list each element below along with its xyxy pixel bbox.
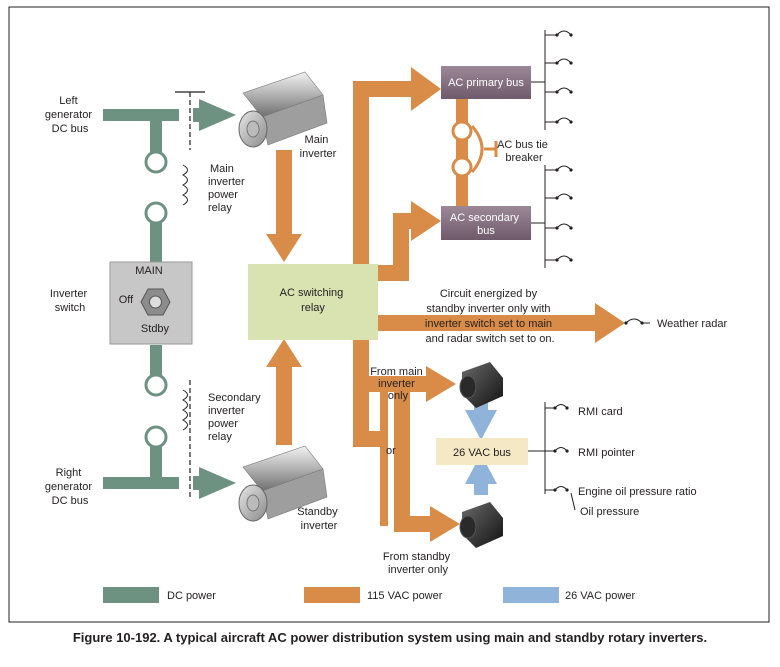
circuit-note-label: Circuit energized by standby inverter on… (425, 288, 555, 345)
rmi-pointer-label: RMI pointer (578, 447, 635, 459)
ac-switching-relay-box (248, 264, 378, 340)
inverter-switch (109, 261, 193, 345)
svg-text:DC power: DC power (167, 590, 216, 602)
legend: DC power 115 VAC power 26 VAC power (103, 587, 635, 603)
left-generator-label: Left generator DC bus (45, 95, 95, 135)
weather-radar-label: Weather radar (657, 318, 727, 330)
switch-stdby-label: Stdby (141, 323, 170, 335)
ac-switching-relay-label: AC switching relay (280, 287, 347, 314)
main-inverter-label: Main inverter (300, 134, 337, 160)
oil-pressure-label: Oil pressure (580, 506, 639, 518)
engine-oil-ratio-label: Engine oil pressure ratio (578, 486, 697, 498)
ac-secondary-bus-box (441, 206, 531, 240)
vac26-bus-box (436, 438, 528, 465)
ac-primary-bus-label: AC primary bus (448, 77, 524, 89)
right-generator-label: Right generator DC bus (45, 467, 95, 507)
rmi-card-label: RMI card (578, 406, 623, 418)
bus-tie-breaker-label: AC bus tie breaker (497, 139, 551, 164)
main-26vac-inverter-icon (459, 362, 503, 408)
standby-26vac-inverter-icon (459, 502, 503, 548)
legend-item: 26 VAC power (503, 587, 635, 603)
from-main-label: From main inverter only (370, 366, 426, 402)
ac-primary-bus-box (441, 66, 531, 99)
ac-secondary-bus-label: AC secondary bus (450, 212, 522, 237)
main-inverter-icon (238, 71, 328, 148)
bus-tie-breaker (451, 120, 498, 178)
legend-item: DC power (103, 587, 216, 603)
inverter-switch-label: Inverter switch (50, 288, 90, 314)
ac115-branch-standby (394, 388, 410, 516)
vac26-bus-label: 26 VAC bus (453, 447, 511, 459)
main-inverter-relay (144, 150, 168, 225)
switch-main-label: MAIN (135, 265, 163, 277)
secondary-inverter-relay (144, 373, 168, 449)
ac115-branch-main (353, 376, 383, 392)
standby-inverter-icon (238, 445, 328, 522)
distribution-lines (528, 30, 650, 511)
dc-power-paths (103, 99, 236, 499)
relay-coil-springs (181, 164, 188, 431)
switch-off-label: Off (119, 294, 134, 306)
breaker-contacts (553, 33, 644, 492)
or-label: or (386, 445, 396, 457)
diagram-frame (8, 6, 770, 623)
svg-text:26 VAC power: 26 VAC power (565, 590, 635, 602)
secondary-relay-label: Secondary inverter power relay (208, 392, 264, 443)
figure-caption: Figure 10-192. A typical aircraft AC pow… (72, 630, 708, 645)
legend-item: 115 VAC power (304, 587, 443, 603)
standby-inverter-label: Standby inverter (297, 506, 340, 532)
from-standby-label: From standby inverter only (383, 551, 453, 576)
main-relay-label: Main inverter power relay (208, 163, 248, 214)
svg-text:115 VAC power: 115 VAC power (367, 590, 443, 602)
